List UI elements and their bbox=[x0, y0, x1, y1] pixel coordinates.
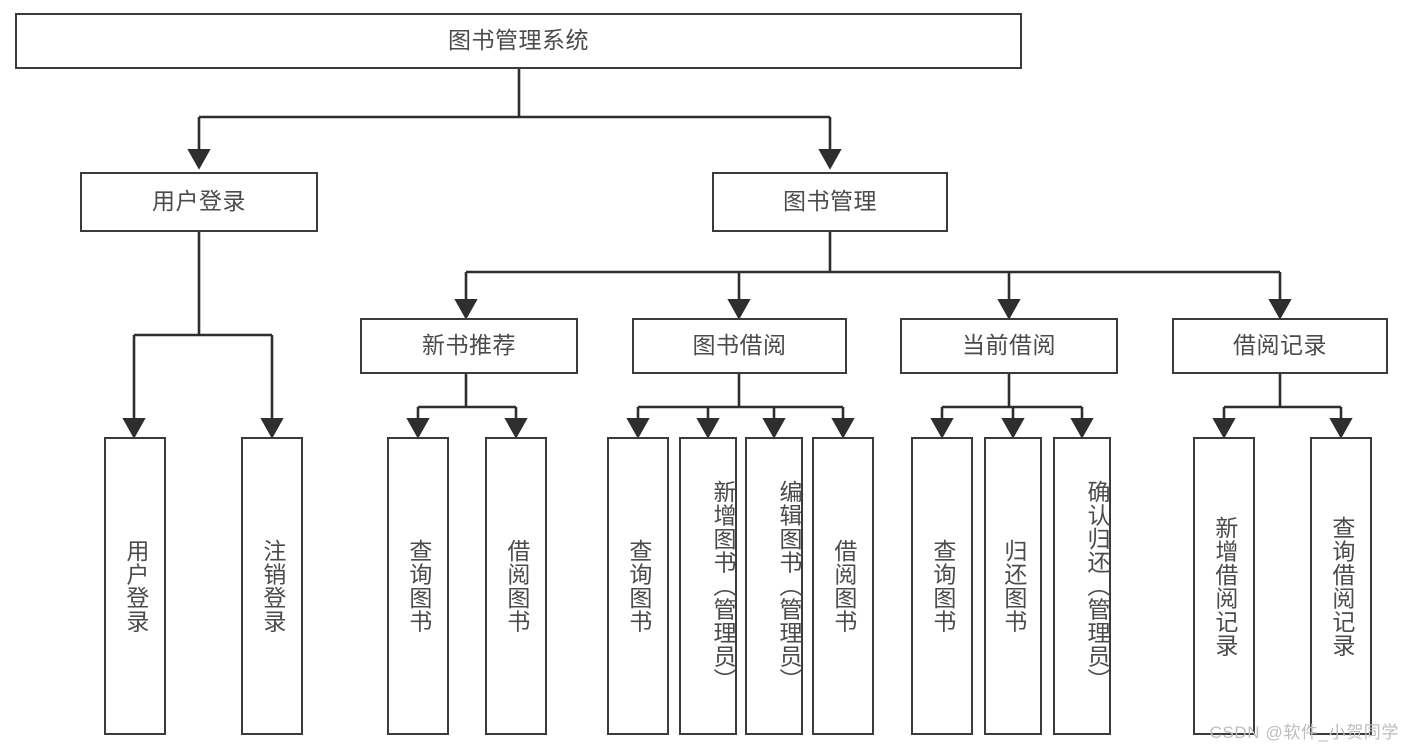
node-leaf-query-book-borrow[interactable]: 查询图书 bbox=[607, 437, 669, 735]
node-leaf-borrow-book-recommend[interactable]: 借阅图书 bbox=[485, 437, 547, 735]
node-user-login[interactable]: 用户登录 bbox=[80, 172, 318, 232]
node-leaf-return-book-label: 归还图书 bbox=[1000, 539, 1027, 633]
node-leaf-query-book-current-label: 查询图书 bbox=[929, 539, 956, 633]
node-root-label: 图书管理系统 bbox=[448, 27, 589, 54]
node-borrow-record-label: 借阅记录 bbox=[1233, 332, 1327, 359]
node-leaf-add-book-label: 新增图书（管理员） bbox=[710, 480, 736, 692]
node-leaf-return-book[interactable]: 归还图书 bbox=[984, 437, 1042, 735]
node-leaf-borrow-book-label: 借阅图书 bbox=[830, 539, 857, 633]
node-leaf-query-book-current[interactable]: 查询图书 bbox=[911, 437, 973, 735]
node-leaf-query-borrow-record-label: 查询借阅记录 bbox=[1328, 515, 1355, 657]
node-borrow-record[interactable]: 借阅记录 bbox=[1172, 318, 1388, 374]
node-root[interactable]: 图书管理系统 bbox=[15, 13, 1022, 69]
node-leaf-edit-book[interactable]: 编辑图书（管理员） bbox=[745, 437, 803, 735]
node-current-borrow[interactable]: 当前借阅 bbox=[900, 318, 1118, 374]
node-book-borrow-label: 图书借阅 bbox=[692, 332, 787, 359]
node-leaf-query-book-recommend[interactable]: 查询图书 bbox=[387, 437, 449, 735]
node-leaf-query-book-recommend-label: 查询图书 bbox=[405, 539, 432, 633]
node-leaf-add-book[interactable]: 新增图书（管理员） bbox=[679, 437, 737, 735]
node-leaf-query-book-borrow-label: 查询图书 bbox=[625, 539, 652, 633]
node-book-management[interactable]: 图书管理 bbox=[712, 172, 948, 232]
node-leaf-logout[interactable]: 注销登录 bbox=[241, 437, 303, 735]
node-user-login-label: 用户登录 bbox=[152, 188, 246, 215]
csdn-watermark: CSDN @软件_小贺同学 bbox=[1209, 723, 1399, 742]
node-leaf-add-borrow-record[interactable]: 新增借阅记录 bbox=[1193, 437, 1255, 735]
node-leaf-logout-label: 注销登录 bbox=[259, 539, 286, 633]
node-new-book-recommend-label: 新书推荐 bbox=[422, 332, 516, 359]
node-current-borrow-label: 当前借阅 bbox=[962, 332, 1056, 359]
node-leaf-borrow-book[interactable]: 借阅图书 bbox=[812, 437, 874, 735]
node-leaf-user-login[interactable]: 用户登录 bbox=[104, 437, 166, 735]
node-book-borrow[interactable]: 图书借阅 bbox=[632, 318, 847, 374]
node-leaf-confirm-return-label: 确认归还（管理员） bbox=[1084, 480, 1110, 692]
node-leaf-confirm-return[interactable]: 确认归还（管理员） bbox=[1053, 437, 1111, 735]
node-leaf-query-borrow-record[interactable]: 查询借阅记录 bbox=[1310, 437, 1372, 735]
node-leaf-add-borrow-record-label: 新增借阅记录 bbox=[1211, 515, 1238, 657]
node-new-book-recommend[interactable]: 新书推荐 bbox=[360, 318, 578, 374]
node-leaf-user-login-label: 用户登录 bbox=[122, 539, 149, 633]
node-leaf-borrow-book-recommend-label: 借阅图书 bbox=[503, 539, 530, 633]
node-book-management-label: 图书管理 bbox=[783, 188, 877, 215]
node-leaf-edit-book-label: 编辑图书（管理员） bbox=[776, 480, 802, 692]
